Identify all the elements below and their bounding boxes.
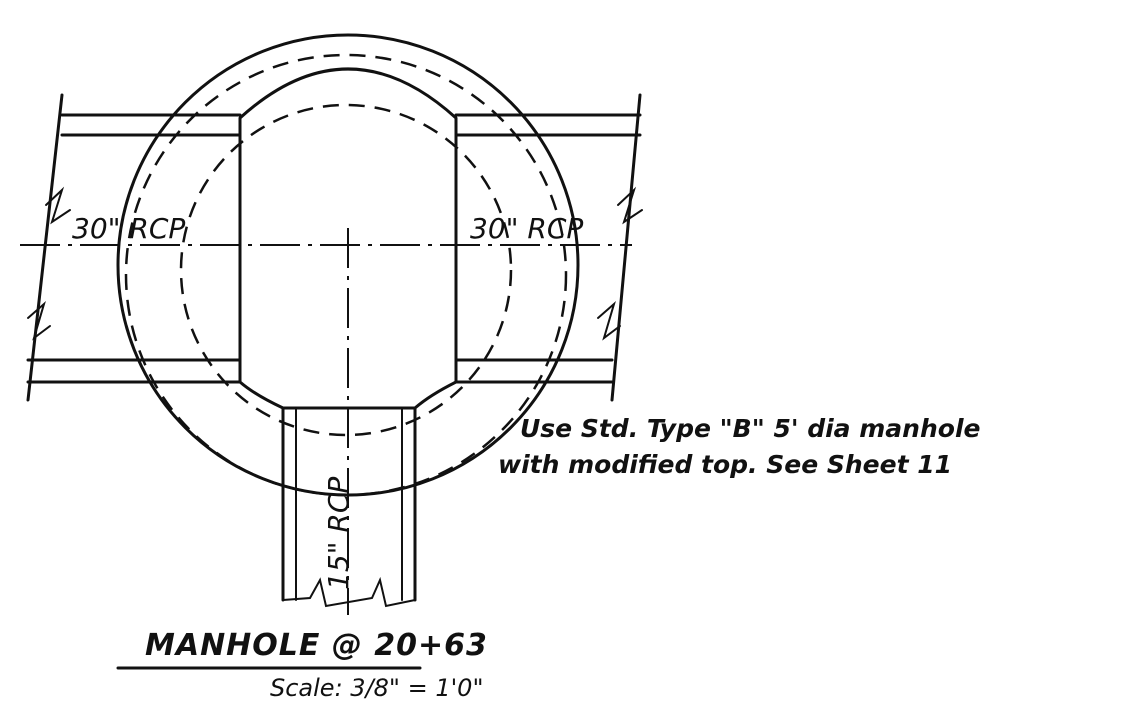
label-pipe-bottom: 15" RCP — [322, 477, 355, 590]
manhole-dashed-circle-inner — [179, 103, 513, 437]
drawing-title: MANHOLE @ 20+63 — [145, 628, 488, 663]
manhole-dashed-circle-outer — [124, 53, 568, 497]
pipe-left-30rcp — [26, 93, 242, 402]
label-pipe-right: 30" RCP — [470, 212, 583, 245]
note-line-1: Use Std. Type "B" 5' dia manhole — [520, 414, 980, 443]
drawing-scale: Scale: 3/8" = 1'0" — [270, 674, 484, 702]
note-line-2: with modified top. See Sheet 11 — [498, 450, 952, 479]
pipe-bottom-15rcp — [281, 406, 417, 608]
label-pipe-left: 30" RCP — [72, 212, 185, 245]
pipe-right-30rcp — [454, 93, 643, 402]
